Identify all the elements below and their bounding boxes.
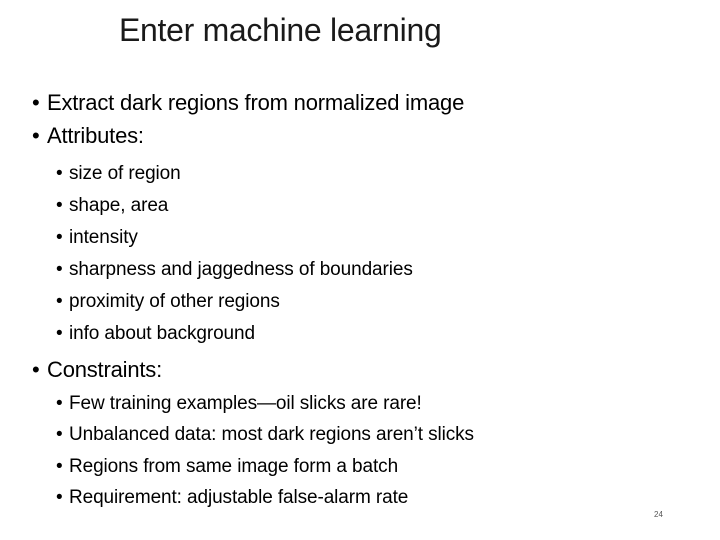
bullet-dot: •	[56, 227, 63, 248]
sub-bullet-item: • intensity	[56, 226, 138, 250]
bullet-item: • Constraints:	[32, 356, 162, 384]
page-number: 24	[654, 510, 663, 519]
slide-title: Enter machine learning	[119, 12, 442, 48]
sub-bullet-item: • sharpness and jaggedness of boundaries	[56, 258, 413, 282]
sub-bullet-text: Few training examples—oil slicks are rar…	[69, 393, 422, 414]
sub-bullet-text: Regions from same image form a batch	[69, 456, 399, 477]
sub-bullet-text: shape, area	[69, 195, 169, 216]
sub-bullet-item: • Requirement: adjustable false-alarm rat…	[56, 486, 408, 510]
sub-bullet-text: size of region	[69, 163, 181, 184]
bullet-dot: •	[32, 357, 40, 382]
bullet-dot: •	[56, 393, 63, 414]
sub-bullet-item: • size of region	[56, 162, 181, 186]
sub-bullet-item: • shape, area	[56, 194, 168, 218]
sub-bullet-item: • info about background	[56, 322, 255, 346]
sub-bullet-text: intensity	[69, 227, 138, 248]
bullet-dot: •	[56, 456, 63, 477]
bullet-dot: •	[56, 424, 63, 445]
bullet-dot: •	[56, 487, 63, 508]
bullet-dot: •	[56, 291, 63, 312]
bullet-text: Constraints:	[47, 357, 162, 382]
bullet-text: Attributes:	[47, 123, 144, 148]
bullet-dot: •	[32, 90, 40, 115]
sub-bullet-text: proximity of other regions	[69, 291, 280, 312]
bullet-dot: •	[32, 123, 40, 148]
sub-bullet-item: • Unbalanced data: most dark regions aren…	[56, 423, 474, 447]
bullet-item: • Attributes:	[32, 122, 144, 150]
sub-bullet-text: Unbalanced data: most dark regions aren’…	[69, 424, 474, 445]
bullet-item: • Extract dark regions from normalized im…	[32, 89, 464, 117]
bullet-dot: •	[56, 259, 63, 280]
sub-bullet-text: sharpness and jaggedness of boundaries	[69, 259, 413, 280]
sub-bullet-text: info about background	[69, 323, 255, 344]
sub-bullet-item: • Regions from same image form a batch	[56, 455, 398, 479]
sub-bullet-text: Requirement: adjustable false-alarm rate	[69, 487, 409, 508]
bullet-dot: •	[56, 323, 63, 344]
bullet-dot: •	[56, 195, 63, 216]
bullet-text: Extract dark regions from normalized ima…	[47, 90, 465, 115]
bullet-dot: •	[56, 163, 63, 184]
sub-bullet-item: • proximity of other regions	[56, 290, 280, 314]
sub-bullet-item: • Few training examples—oil slicks are ra…	[56, 392, 422, 416]
